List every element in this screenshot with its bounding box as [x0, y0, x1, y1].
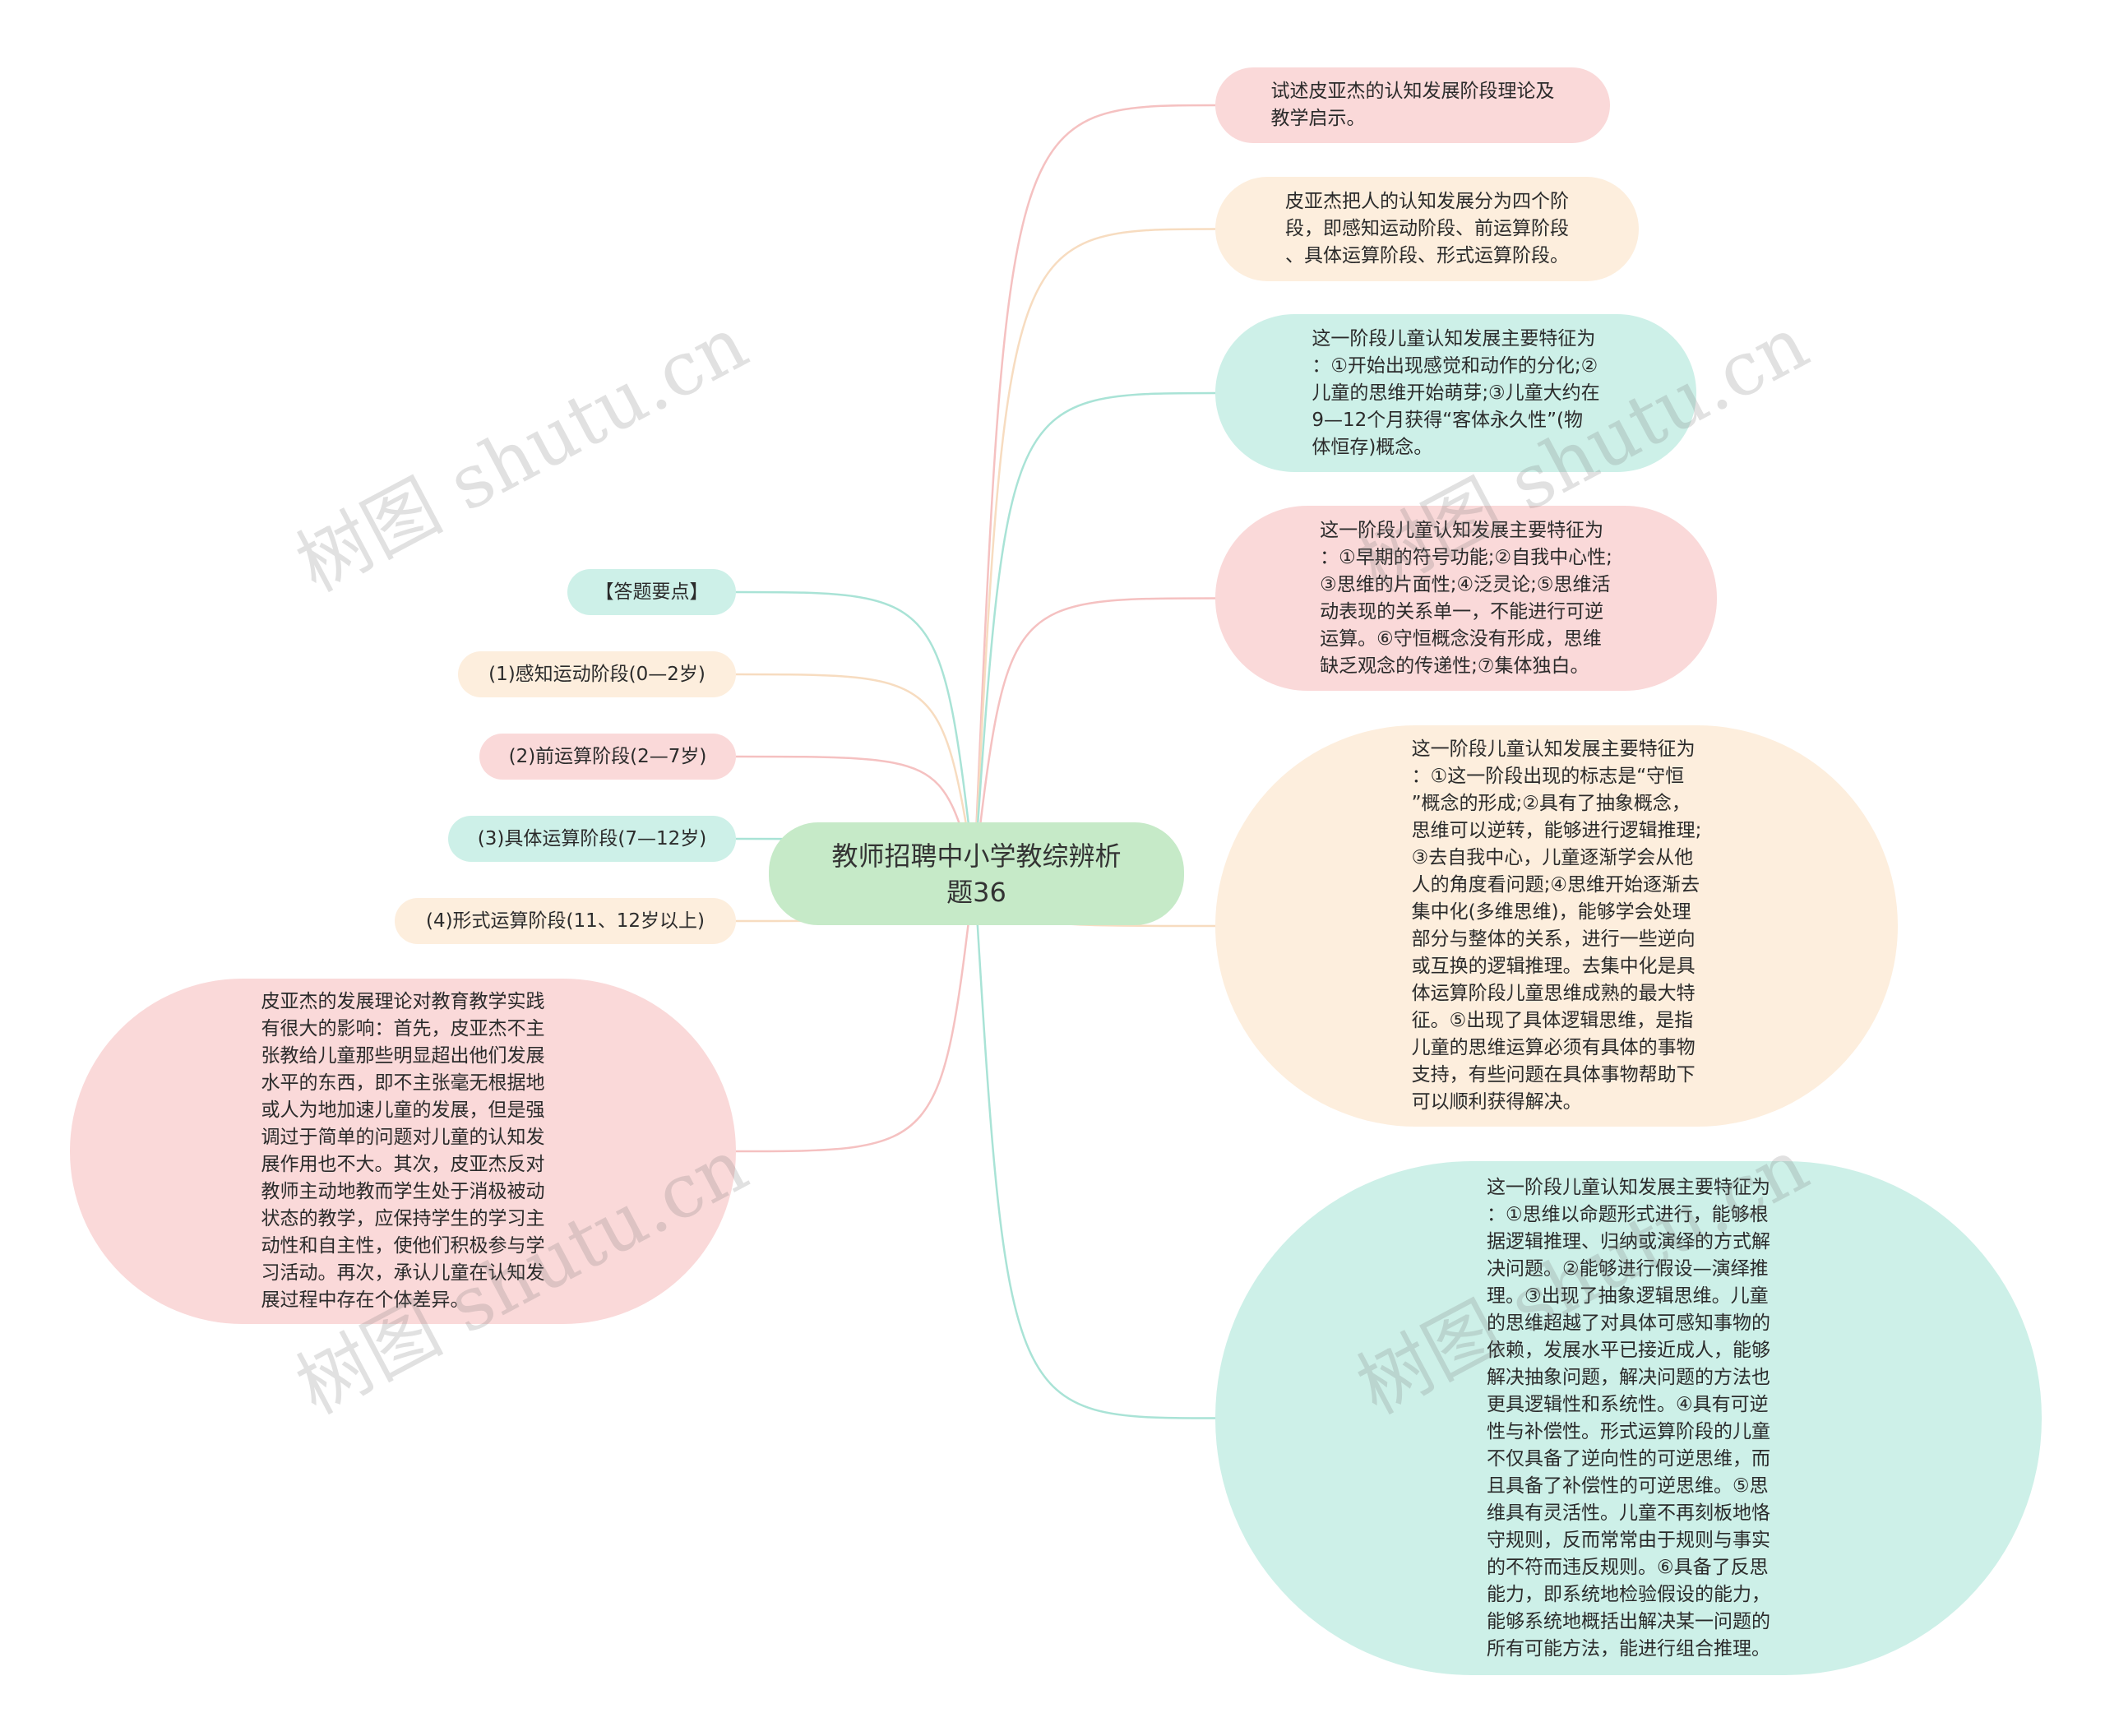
right-node-label: 这一阶段儿童认知发展主要特征为 ：①开始出现感觉和动作的分化;② 儿童的思维开始…: [1312, 327, 1600, 458]
left-node-label: (1)感知运动阶段(0—2岁): [488, 664, 706, 685]
left-node-stage-1[interactable]: (1)感知运动阶段(0—2岁): [458, 651, 736, 697]
left-branch-connector-5: [735, 873, 976, 1153]
left-branch-connector-0: [735, 590, 976, 874]
left-node-label: (4)形式运算阶段(11、12岁以上): [425, 910, 706, 932]
right-node-formal-operational[interactable]: 这一阶段儿童认知发展主要特征为 ：①思维以命题形式进行，能够根 据逻辑推理、归纳…: [1215, 1161, 2042, 1675]
left-node-label: (3)具体运算阶段(7—12岁): [477, 828, 707, 849]
left-node-stage-2[interactable]: (2)前运算阶段(2—7岁): [479, 734, 736, 780]
right-node-label: 皮亚杰把人的认知发展分为四个阶 段，即感知运动阶段、前运算阶段 、具体运算阶段、…: [1285, 191, 1569, 266]
right-node-label: 这一阶段儿童认知发展主要特征为 ：①思维以命题形式进行，能够根 据逻辑推理、归纳…: [1487, 1176, 1770, 1660]
right-node-concrete-operational[interactable]: 这一阶段儿童认知发展主要特征为 ：①这一阶段出现的标志是“守恒 ”概念的形成;②…: [1215, 725, 1898, 1127]
right-node-four-stages[interactable]: 皮亚杰把人的认知发展分为四个阶 段，即感知运动阶段、前运算阶段 、具体运算阶段、…: [1215, 177, 1639, 281]
right-node-sensorimotor[interactable]: 这一阶段儿童认知发展主要特征为 ：①开始出现感觉和动作的分化;② 儿童的思维开始…: [1215, 314, 1696, 472]
left-node-label: 【答题要点】: [594, 581, 709, 603]
right-branch-connector-1: [973, 228, 1216, 874]
right-node-label: 试述皮亚杰的认知发展阶段理论及 教学启示。: [1270, 81, 1555, 129]
right-branch-connector-3: [973, 597, 1216, 874]
left-node-label: 皮亚杰的发展理论对教育教学实践 有很大的影响：首先，皮亚杰不主 张教给儿童那些明…: [261, 991, 545, 1311]
right-branch-connector-5: [973, 873, 1216, 1419]
left-node-implications[interactable]: 皮亚杰的发展理论对教育教学实践 有很大的影响：首先，皮亚杰不主 张教给儿童那些明…: [70, 979, 736, 1324]
central-topic[interactable]: 教师招聘中小学教综辨析 题36: [769, 822, 1184, 925]
right-node-label: 这一阶段儿童认知发展主要特征为 ：①早期的符号功能;②自我中心性; ③思维的片面…: [1320, 519, 1612, 677]
right-node-preoperational[interactable]: 这一阶段儿童认知发展主要特征为 ：①早期的符号功能;②自我中心性; ③思维的片面…: [1215, 506, 1717, 691]
right-node-question[interactable]: 试述皮亚杰的认知发展阶段理论及 教学启示。: [1215, 67, 1610, 143]
right-node-label: 这一阶段儿童认知发展主要特征为 ：①这一阶段出现的标志是“守恒 ”概念的形成;②…: [1411, 738, 1702, 1113]
central-topic-label: 教师招聘中小学教综辨析 题36: [831, 840, 1122, 908]
right-branch-connector-0: [973, 104, 1216, 874]
left-branch-connector-1: [735, 673, 976, 874]
left-node-stage-4[interactable]: (4)形式运算阶段(11、12岁以上): [395, 898, 736, 944]
right-branch-connector-2: [973, 391, 1216, 874]
left-node-answer-points[interactable]: 【答题要点】: [567, 569, 736, 615]
left-node-label: (2)前运算阶段(2—7岁): [508, 746, 707, 767]
left-node-stage-3[interactable]: (3)具体运算阶段(7—12岁): [448, 816, 736, 862]
